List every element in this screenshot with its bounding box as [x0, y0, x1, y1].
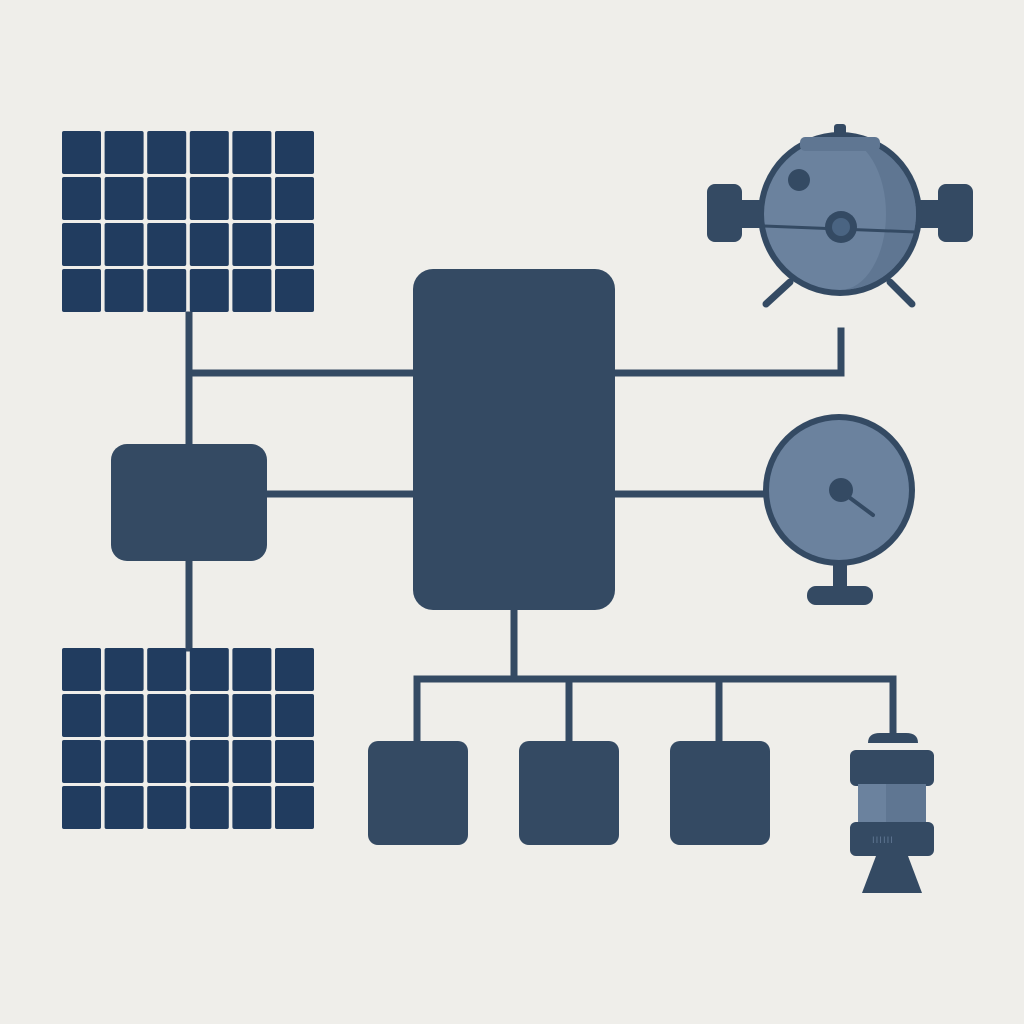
- solar-cell: [62, 223, 101, 266]
- solar-cell: [147, 131, 187, 174]
- solar-cell: [189, 694, 229, 737]
- power-controller-block: [111, 444, 267, 561]
- solar-cell: [232, 223, 272, 266]
- solar-cell: [62, 694, 101, 737]
- solar-cell: [104, 223, 144, 266]
- solar-cell: [147, 694, 187, 737]
- solar-cell: [189, 131, 229, 174]
- solar-panel-icon: [62, 648, 314, 829]
- storage-unit-1-block: [368, 741, 468, 845]
- solar-cell: [232, 694, 272, 737]
- solar-cell: [232, 177, 272, 220]
- connectors: [185, 311, 897, 748]
- satellite-pod-left: [707, 184, 742, 242]
- solar-cell: [275, 786, 314, 829]
- solar-cell: [104, 694, 144, 737]
- solar-cell: [275, 740, 314, 783]
- solar-cell: [232, 269, 272, 312]
- solar-cell: [104, 269, 144, 312]
- solar-cell: [275, 694, 314, 737]
- solar-cell: [62, 786, 101, 829]
- solar-cell: [232, 786, 272, 829]
- solar-cell: [189, 177, 229, 220]
- solar-cell: [189, 223, 229, 266]
- dish-base: [807, 586, 873, 605]
- solar-cell: [147, 648, 187, 691]
- solar-cell: [104, 131, 144, 174]
- storage-unit-2-block: [519, 741, 619, 845]
- solar-cell: [189, 786, 229, 829]
- solar-cell: [147, 740, 187, 783]
- thruster-icon: IIIIII: [850, 733, 934, 893]
- solar-cell: [62, 648, 101, 691]
- solar-cell: [189, 740, 229, 783]
- solar-cell: [232, 648, 272, 691]
- solar-cell: [189, 269, 229, 312]
- solar-cell: [147, 269, 187, 312]
- solar-cell: [147, 223, 187, 266]
- storage-unit-3-block: [670, 741, 770, 845]
- solar-cell: [147, 786, 187, 829]
- solar-cell: [275, 223, 314, 266]
- solar-cell: [104, 177, 144, 220]
- solar-cell: [147, 177, 187, 220]
- solar-cell: [275, 648, 314, 691]
- solar-cell: [62, 177, 101, 220]
- solar-cell: [104, 786, 144, 829]
- solar-panel-icon: [62, 131, 314, 312]
- solar-cell: [232, 131, 272, 174]
- antenna-dish-icon: [763, 414, 915, 605]
- central-hub-block: [413, 269, 615, 610]
- solar-cell: [275, 131, 314, 174]
- solar-cell: [104, 648, 144, 691]
- solar-cell: [104, 740, 144, 783]
- solar-cell: [275, 177, 314, 220]
- solar-cell: [62, 131, 101, 174]
- satellite-pod-right: [938, 184, 973, 242]
- solar-cell: [275, 269, 314, 312]
- solar-cell: [62, 740, 101, 783]
- connector-hub-to-satellite: [610, 327, 845, 377]
- solar-cell: [62, 269, 101, 312]
- solar-cell: [189, 648, 229, 691]
- satellite-icon: [707, 124, 973, 308]
- svg-text:IIIIII: IIIIII: [872, 836, 894, 846]
- solar-cell: [232, 740, 272, 783]
